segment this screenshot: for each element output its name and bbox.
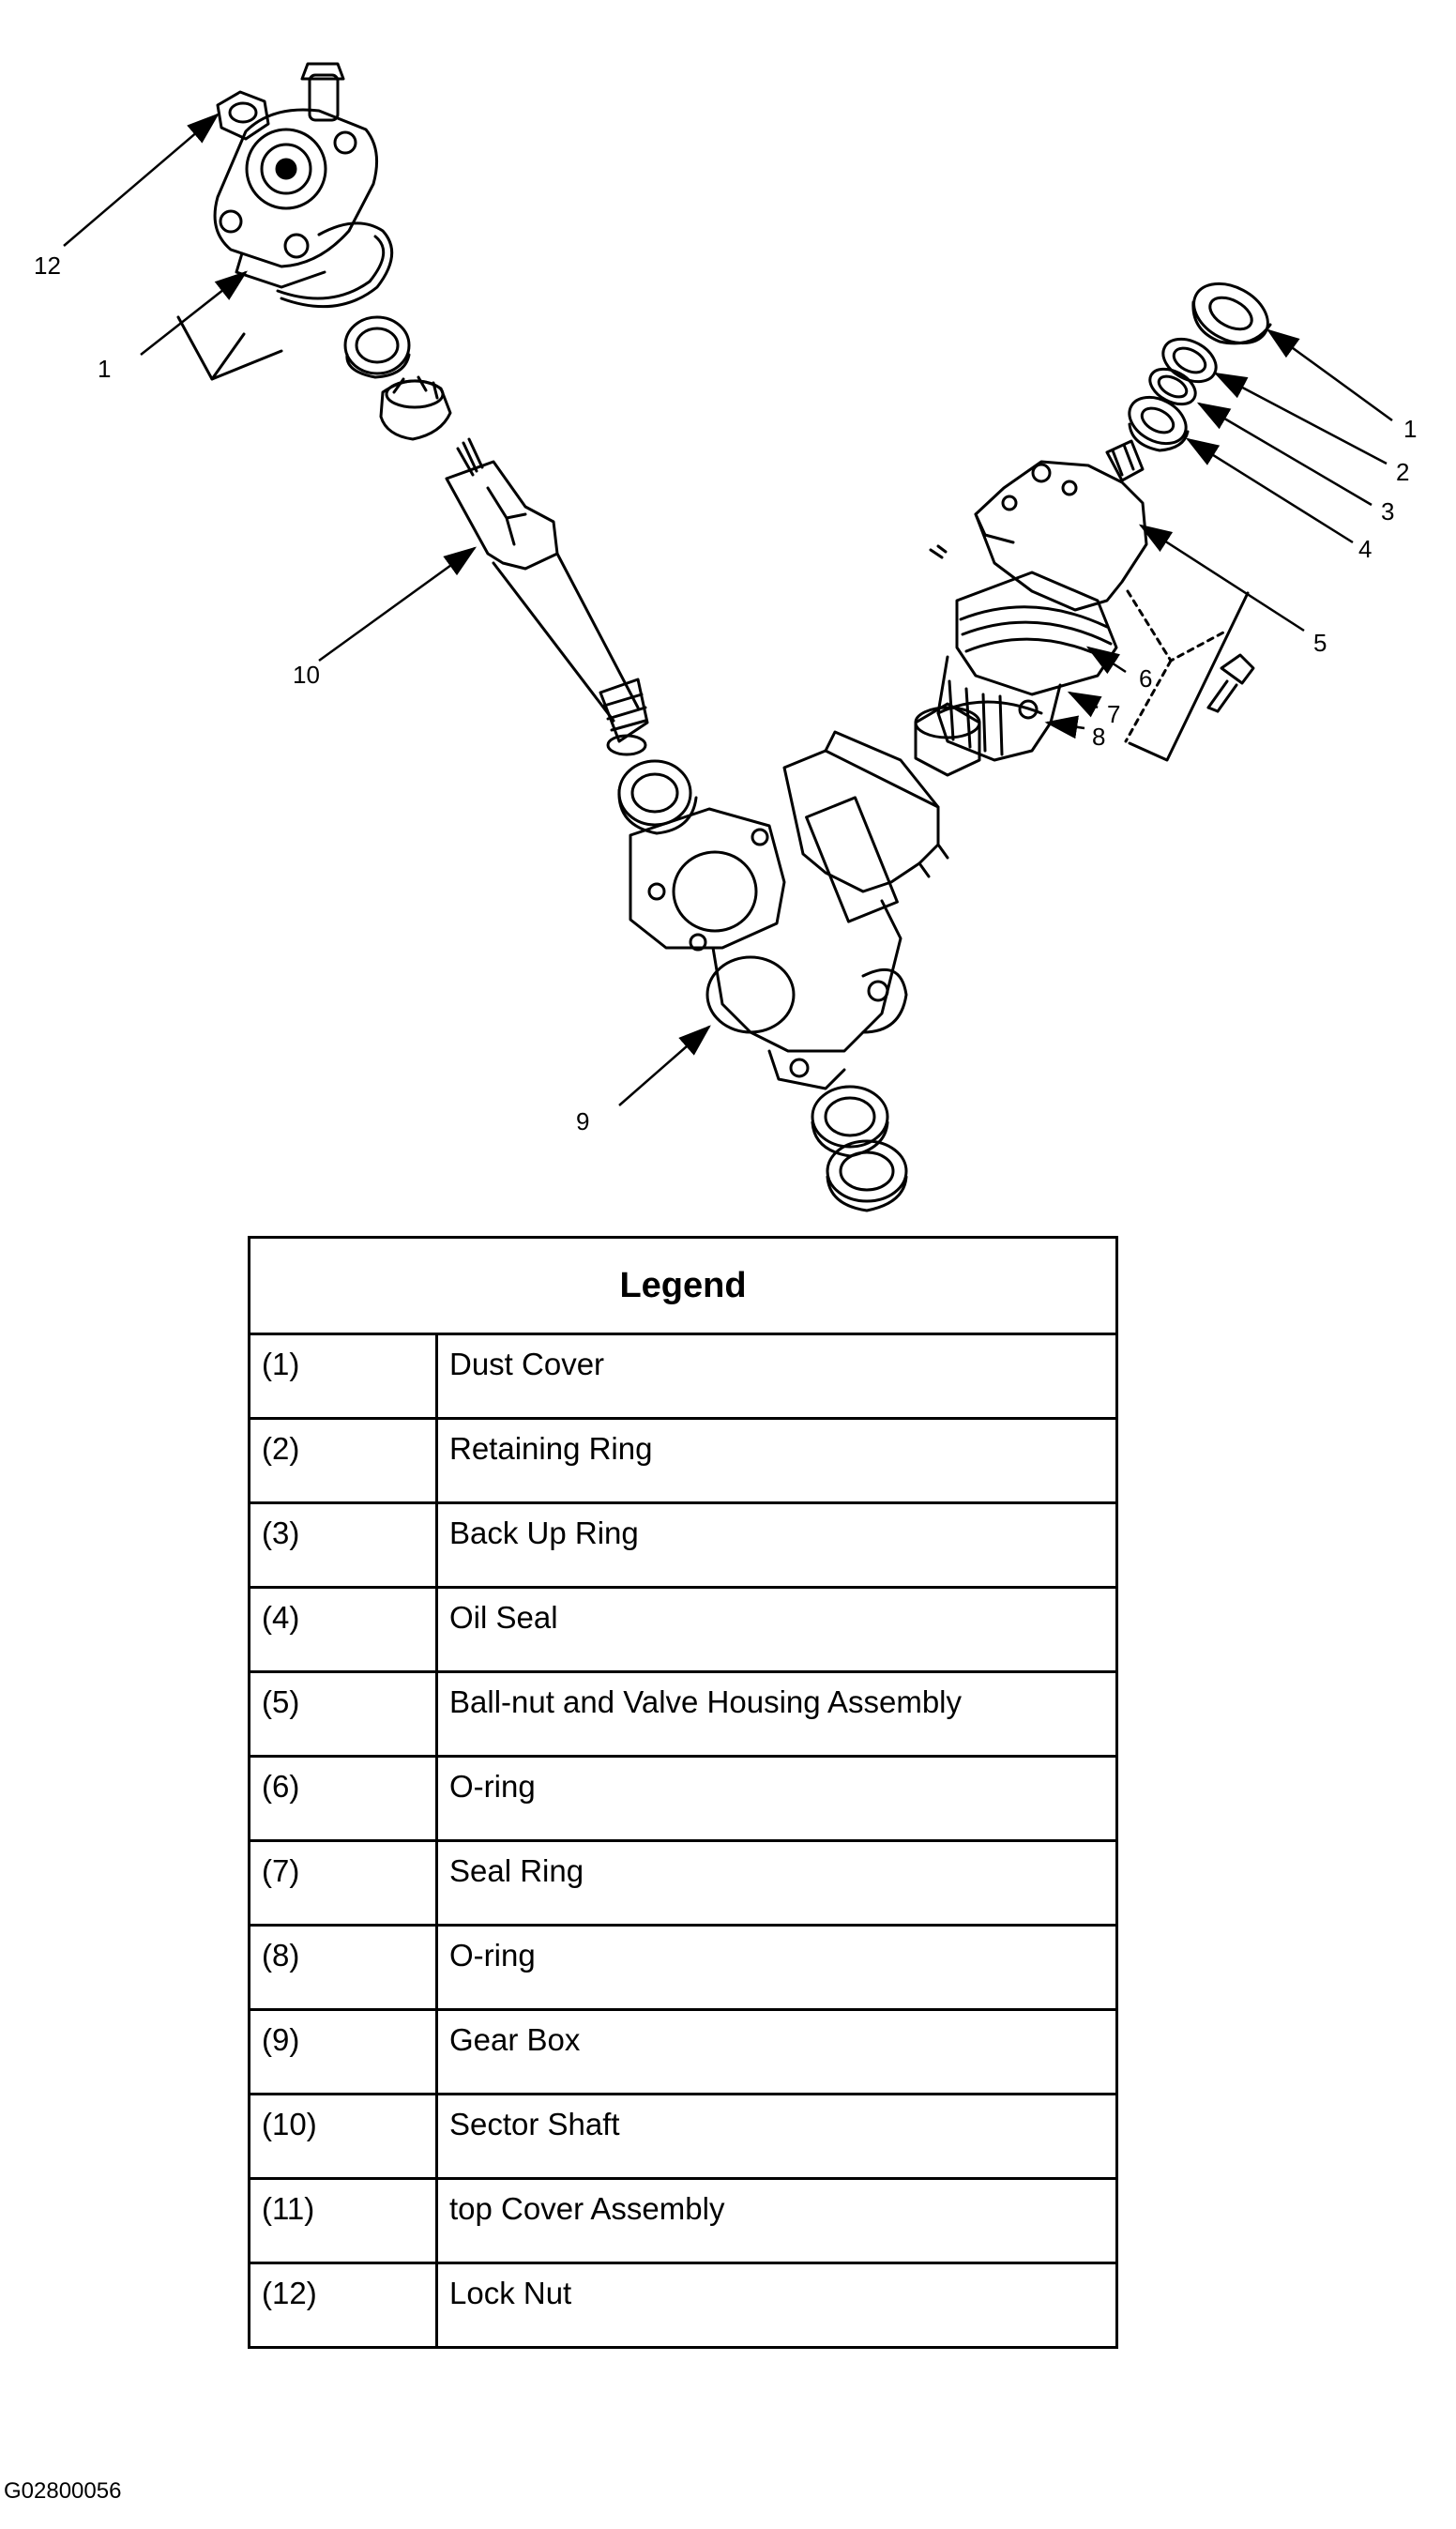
leader-5 <box>1138 524 1305 632</box>
gear-box <box>617 730 949 1090</box>
legend-value: Lock Nut <box>435 2262 1118 2349</box>
legend-value: O-ring <box>435 1755 1118 1842</box>
legend-key: (7) <box>248 1839 438 1927</box>
legend-value: Dust Cover <box>435 1333 1118 1420</box>
oil-seals-bottom <box>811 1085 908 1212</box>
legend-key: (10) <box>248 2093 438 2180</box>
o-ring-top <box>276 221 394 309</box>
legend-key: (8) <box>248 1924 438 2011</box>
lock-nut <box>216 90 270 141</box>
legend-value: Oil Seal <box>435 1586 1118 1673</box>
callout-6: 6 <box>1139 664 1152 693</box>
callout-7: 7 <box>1107 700 1120 728</box>
oil-seal <box>1128 395 1190 452</box>
leader-1-right <box>1266 328 1393 422</box>
legend-table: Legend (1)Dust Cover (2)Retaining Ring (… <box>248 1236 1118 2349</box>
callout-10: 10 <box>293 661 320 689</box>
legend-value: top Cover Assembly <box>435 2177 1118 2264</box>
legend-value: Ball-nut and Valve Housing Assembly <box>435 1670 1118 1758</box>
leader-2 <box>1213 372 1388 465</box>
leader-4 <box>1185 437 1354 544</box>
legend-key: (6) <box>248 1755 438 1842</box>
legend-key: (3) <box>248 1501 438 1589</box>
dust-cover <box>1191 282 1272 345</box>
seal-ring-upper <box>343 315 411 379</box>
table-row: (1)Dust Cover <box>248 1333 1118 1420</box>
callout-5: 5 <box>1313 629 1327 657</box>
leader-1-left <box>140 270 248 356</box>
legend-key: (9) <box>248 2008 438 2095</box>
table-row: (6)O-ring <box>248 1755 1118 1842</box>
table-row: (4)Oil Seal <box>248 1586 1118 1673</box>
legend-value: Back Up Ring <box>435 1501 1118 1589</box>
callout-2: 2 <box>1396 458 1409 486</box>
sector-shaft <box>445 437 649 756</box>
leader-8 <box>1044 715 1085 739</box>
legend-value: Retaining Ring <box>435 1417 1118 1504</box>
legend-key: (5) <box>248 1670 438 1758</box>
bolt-right <box>1206 653 1255 713</box>
callout-9: 9 <box>576 1107 589 1135</box>
table-row: (3)Back Up Ring <box>248 1501 1118 1589</box>
callout-12: 12 <box>34 251 61 280</box>
legend-key: (12) <box>248 2262 438 2349</box>
table-row: (2)Retaining Ring <box>248 1417 1118 1504</box>
callout-1-left: 1 <box>98 355 111 383</box>
legend-value: O-ring <box>435 1924 1118 2011</box>
callout-4: 4 <box>1358 535 1372 563</box>
exploded-view-diagram: 12 1 10 9 1 2 3 4 5 6 7 8 <box>0 0 1456 1220</box>
bearing-upper <box>379 375 452 441</box>
leader-10 <box>318 546 478 663</box>
table-row: (10)Sector Shaft <box>248 2093 1118 2180</box>
legend-value: Seal Ring <box>435 1839 1118 1927</box>
callout-1-right: 1 <box>1403 415 1417 443</box>
top-cover-assembly <box>213 62 379 289</box>
legend-title: Legend <box>248 1236 1118 1335</box>
leader-6 <box>1085 646 1127 675</box>
legend-key: (2) <box>248 1417 438 1504</box>
leader-7 <box>1067 691 1102 718</box>
leader-3 <box>1196 402 1373 507</box>
table-row: (11)top Cover Assembly <box>248 2177 1118 2264</box>
legend-key: (4) <box>248 1586 438 1673</box>
legend-key: (11) <box>248 2177 438 2264</box>
legend-key: (1) <box>248 1333 438 1420</box>
leader-9 <box>618 1025 711 1106</box>
table-row: (8)O-ring <box>248 1924 1118 2011</box>
figure-code: G02800056 <box>4 2478 122 2504</box>
table-row: (12)Lock Nut <box>248 2262 1118 2349</box>
callout-8: 8 <box>1092 723 1105 751</box>
legend-value: Sector Shaft <box>435 2093 1118 2180</box>
callout-3: 3 <box>1381 497 1394 526</box>
table-row: (9)Gear Box <box>248 2008 1118 2095</box>
table-row: (5)Ball-nut and Valve Housing Assembly <box>248 1670 1118 1758</box>
legend-value: Gear Box <box>435 2008 1118 2095</box>
table-row: (7)Seal Ring <box>248 1839 1118 1927</box>
leader-12 <box>63 113 220 247</box>
legend-header-row: Legend <box>248 1236 1118 1335</box>
